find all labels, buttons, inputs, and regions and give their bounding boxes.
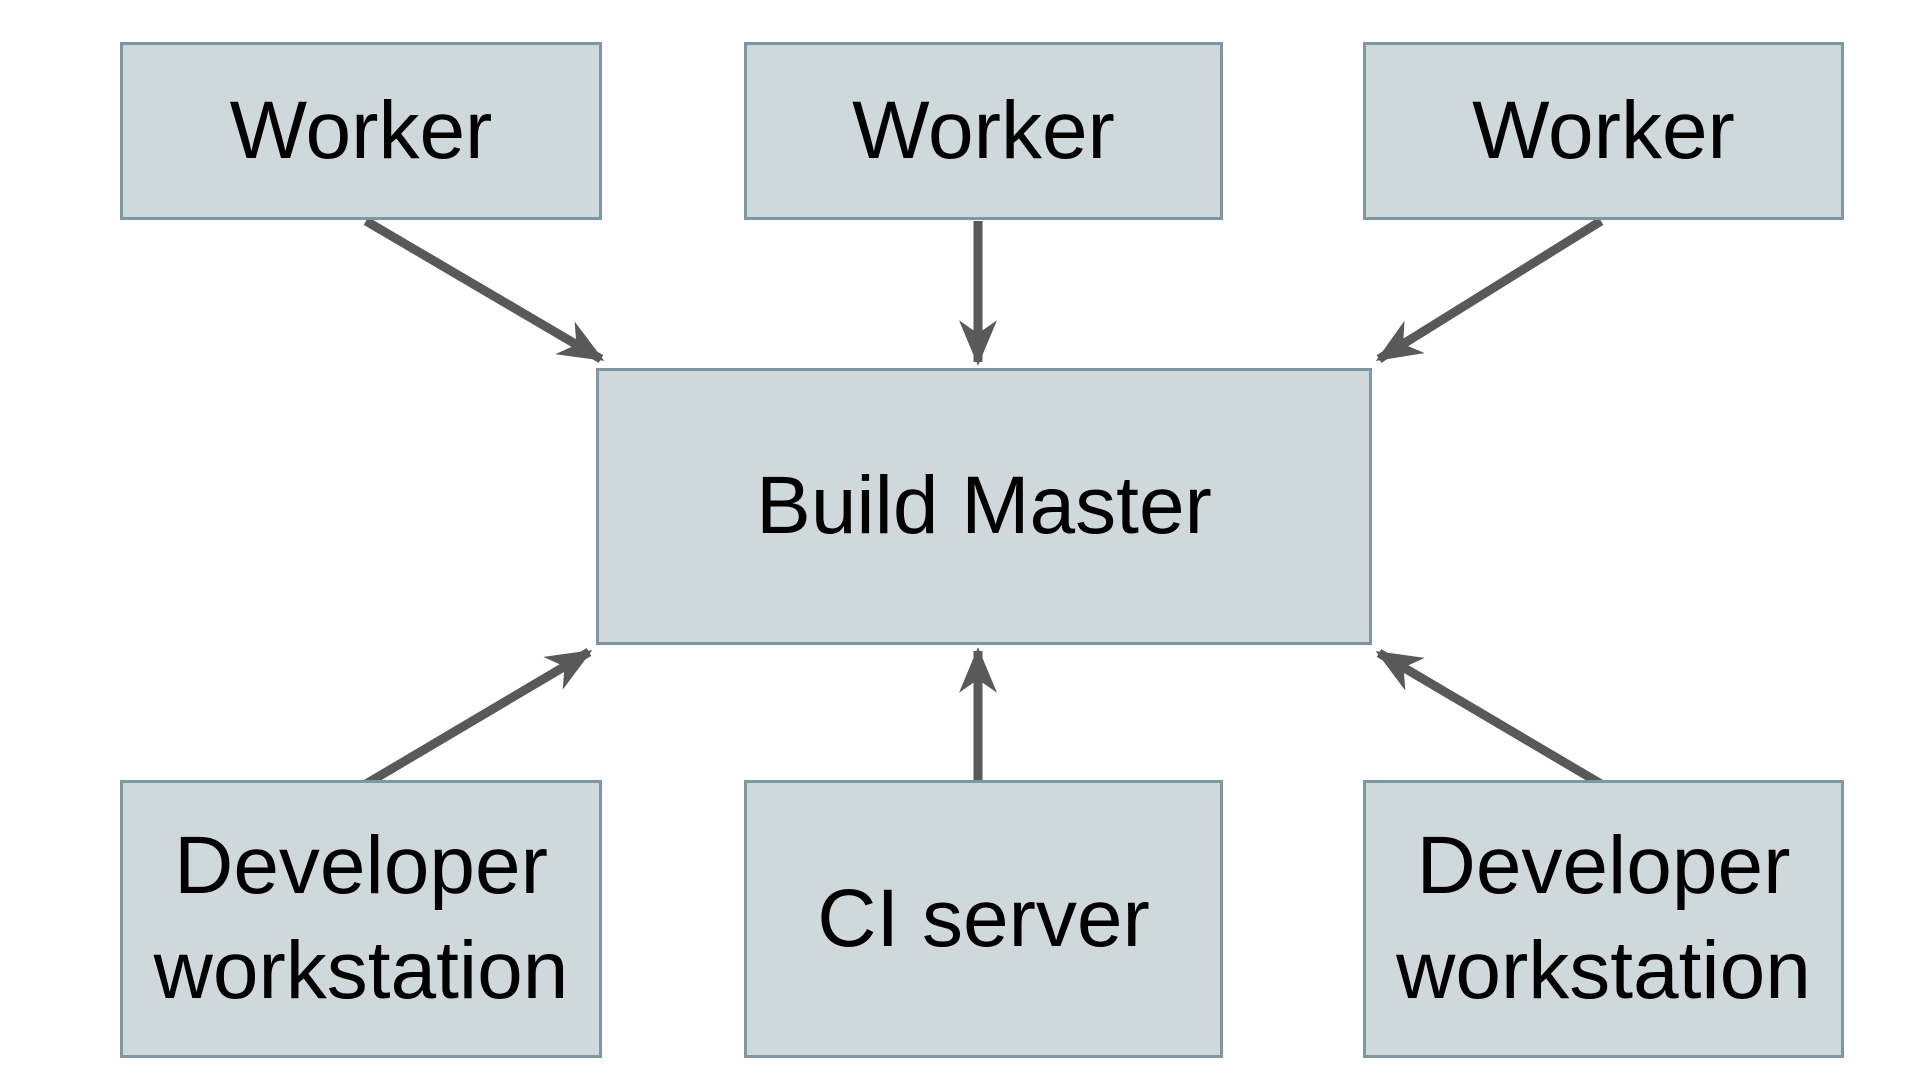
node-developer-workstation-2: Developer workstation — [1363, 780, 1844, 1058]
node-developer-workstation-1: Developer workstation — [120, 780, 602, 1058]
node-developer-workstation-1-label: Developer workstation — [153, 820, 569, 1016]
node-ci-server-label: CI server — [817, 872, 1150, 964]
node-worker-3: Worker — [1363, 42, 1844, 220]
arrow-worker-1-to-build-master — [363, 217, 605, 363]
node-developer-workstation-2-label: Developer workstation — [1396, 820, 1811, 1016]
node-ci-server: CI server — [744, 780, 1223, 1058]
node-worker-1-label: Worker — [229, 84, 493, 176]
arrow-developer-workstation-1-to-build-master — [363, 648, 593, 788]
arrow-developer-workstation-2-to-build-master — [1375, 649, 1604, 788]
node-worker-1: Worker — [120, 42, 602, 220]
node-build-master: Build Master — [596, 368, 1372, 645]
node-build-master-label: Build Master — [756, 460, 1212, 552]
arrow-worker-3-to-build-master — [1375, 217, 1604, 363]
node-worker-2-label: Worker — [852, 84, 1115, 176]
node-worker-3-label: Worker — [1472, 84, 1735, 176]
node-worker-2: Worker — [744, 42, 1223, 220]
